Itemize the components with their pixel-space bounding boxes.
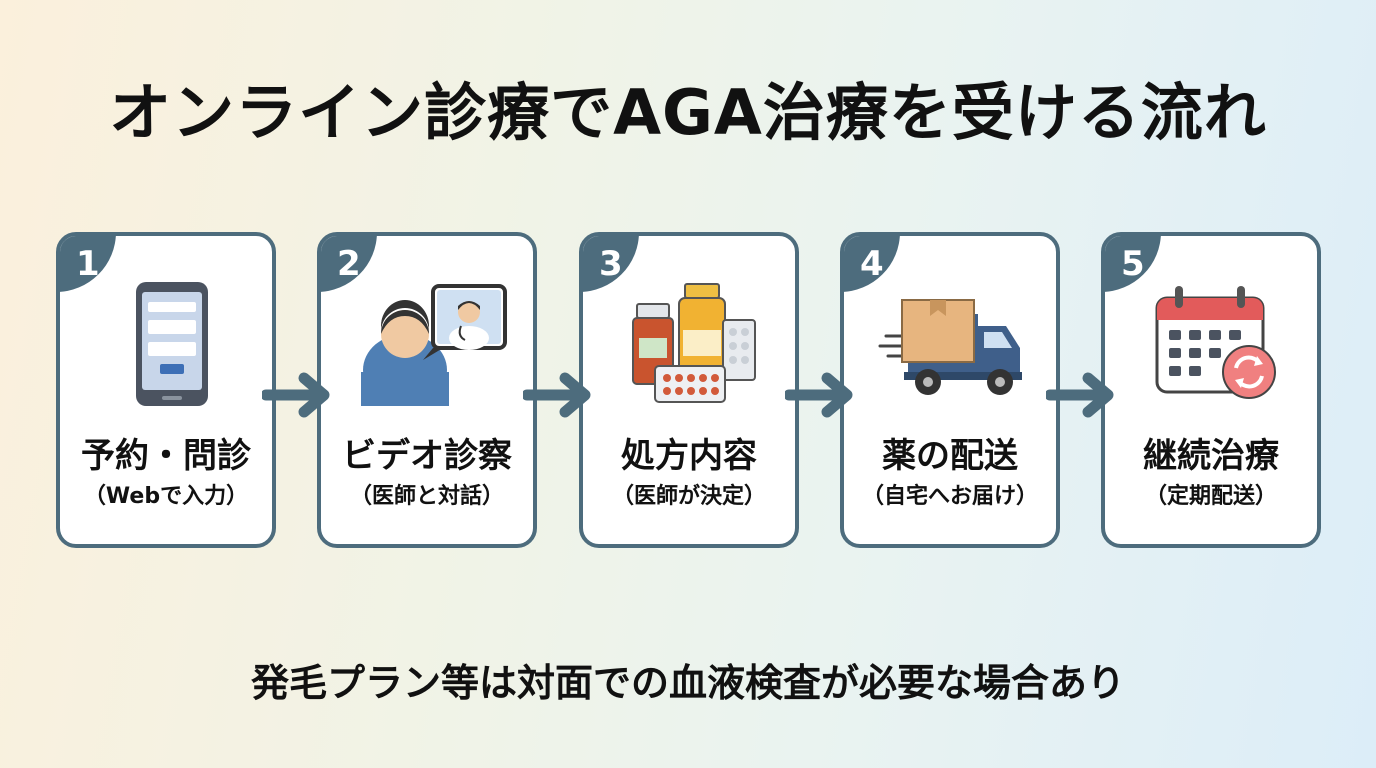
step-label: 処方内容 [621,436,757,476]
medicine-bottles-icon [583,276,795,416]
step-sublabel: （自宅へお届け） [861,484,1038,509]
arrow-right-icon [785,372,853,418]
step-card-4: 4 薬の配送 （自宅へお届け） [840,232,1060,548]
step-number: 5 [1121,244,1145,284]
video-call-doctor-icon [321,276,533,416]
page-title: オンライン診療でAGA治療を受ける流れ [109,76,1267,149]
step-sublabel: （医師と対話） [349,484,504,509]
step-card-3: 3 処方内容 （医師が決定） [579,232,799,548]
calendar-refresh-icon [1105,276,1317,416]
step-card-1: 1 予約・問診 （Webで入力） [56,232,276,548]
step-card-2: 2 ビデオ診察 （医師と対話） [317,232,537,548]
step-number: 2 [337,244,361,284]
step-label: 継続治療 [1143,436,1279,476]
step-sublabel: （Webで入力） [83,484,249,509]
arrow-right-icon [262,372,330,418]
arrow-right-icon [1046,372,1114,418]
step-label: 薬の配送 [882,436,1018,476]
step-number: 1 [76,244,100,284]
step-sublabel: （定期配送） [1144,484,1277,509]
step-label: ビデオ診察 [342,436,512,476]
delivery-truck-icon [844,276,1056,416]
arrow-right-icon [523,372,591,418]
step-number: 4 [860,244,884,284]
footnote: 発毛プラン等は対面での血液検査が必要な場合あり [250,661,1125,705]
step-label: 予約・問診 [81,436,251,476]
smartphone-form-icon [60,276,272,416]
step-sublabel: （医師が決定） [611,484,766,509]
step-card-5: 5 継続治療 （定期配送） [1101,232,1321,548]
step-number: 3 [599,244,623,284]
